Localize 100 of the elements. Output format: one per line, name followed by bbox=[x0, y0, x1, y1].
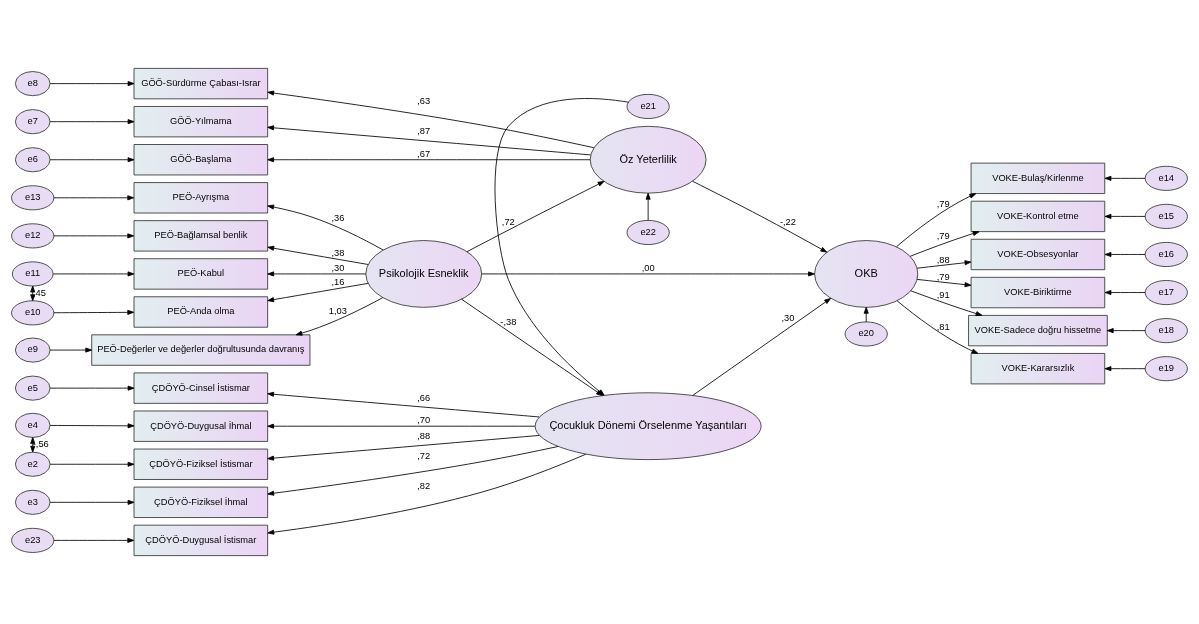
edge-label: ,67 bbox=[417, 149, 431, 160]
edge-label: ,81 bbox=[936, 321, 950, 332]
arrow bbox=[910, 290, 983, 317]
node-ellipse: e6 bbox=[14, 147, 51, 173]
arrow bbox=[1104, 213, 1146, 219]
arrow bbox=[53, 309, 135, 315]
node-ellipse: e8 bbox=[14, 71, 51, 97]
edge-label: ,72 bbox=[417, 451, 431, 462]
edge-label: ,79 bbox=[936, 271, 950, 282]
edge-label: ,30 bbox=[781, 313, 795, 324]
node-ellipse: e12 bbox=[11, 223, 55, 249]
arrow bbox=[267, 157, 591, 163]
edge-label: ,72 bbox=[501, 216, 515, 227]
arrow bbox=[49, 347, 93, 353]
arrow bbox=[916, 260, 972, 269]
node-ellipse: e7 bbox=[14, 109, 51, 135]
arrow bbox=[1104, 366, 1146, 372]
arrow bbox=[53, 195, 135, 201]
arrow bbox=[1104, 252, 1146, 257]
node-ellipse: e23 bbox=[11, 527, 55, 553]
edge-label: ,79 bbox=[936, 198, 950, 209]
node-box: VOKE-Biriktirme bbox=[970, 276, 1106, 309]
arrow bbox=[909, 231, 980, 257]
arrow bbox=[267, 245, 369, 265]
arrow bbox=[267, 423, 536, 429]
node-box: VOKE-Bulaş/Kirlenme bbox=[970, 162, 1106, 194]
edge-label: ,87 bbox=[417, 126, 431, 137]
node-box: ÇDÖYÖ-Duygusal İhmal bbox=[133, 410, 269, 442]
node-ellipse: OKB bbox=[814, 240, 919, 308]
arrow bbox=[896, 193, 977, 248]
edge-label: ,88 bbox=[936, 254, 950, 265]
node-ellipse: e17 bbox=[1144, 280, 1188, 306]
node-ellipse: e11 bbox=[11, 261, 54, 287]
arrow bbox=[267, 271, 367, 277]
edge-label: -,56 bbox=[32, 439, 49, 450]
edge-label: ,30 bbox=[331, 263, 345, 274]
node-box: VOKE-Kontrol etme bbox=[970, 200, 1106, 233]
node-ellipse: Öz Yeterlilik bbox=[589, 125, 707, 194]
arrow bbox=[295, 297, 384, 336]
edge-label: ,91 bbox=[936, 290, 950, 301]
node-box: PEÖ-Değerler ve değerler doğrultusunda davranış bbox=[91, 334, 311, 366]
edge-label: ,45 bbox=[33, 287, 46, 298]
node-ellipse: e21 bbox=[626, 93, 670, 119]
arrow bbox=[481, 271, 815, 277]
node-box: PEÖ-Ayrışma bbox=[133, 182, 269, 214]
node-ellipse: e15 bbox=[1144, 203, 1188, 229]
node-ellipse: e9 bbox=[14, 337, 51, 363]
node-ellipse: e3 bbox=[14, 489, 51, 515]
edge-label: ,88 bbox=[417, 430, 431, 441]
node-box: ÇDÖYÖ-Duygusal İstismar bbox=[133, 524, 269, 557]
edge-label: ,00 bbox=[641, 263, 655, 274]
edge-label: -,38 bbox=[500, 317, 517, 328]
node-box: PEÖ-Bağlamsal benlik bbox=[133, 220, 269, 252]
arrow bbox=[267, 446, 559, 496]
node-ellipse: e13 bbox=[11, 185, 55, 211]
node-box: GÖÖ-Sürdürme Çabası-Israr bbox=[133, 67, 269, 100]
node-box: ÇDÖYÖ-Cinsel İstismar bbox=[133, 372, 269, 404]
node-ellipse: e18 bbox=[1144, 318, 1188, 344]
arrow bbox=[466, 181, 605, 253]
edge-label: ,82 bbox=[417, 481, 431, 492]
node-ellipse: e22 bbox=[626, 219, 670, 245]
arrow bbox=[53, 537, 135, 543]
arrow bbox=[1104, 290, 1146, 296]
arrow bbox=[49, 385, 135, 391]
arrow bbox=[49, 423, 135, 429]
node-box: GÖÖ-Yılmama bbox=[133, 106, 269, 138]
arrow bbox=[52, 271, 135, 277]
node-box: PEÖ-Kabul bbox=[133, 258, 269, 290]
arrow bbox=[49, 81, 135, 87]
node-box: VOKE-Kararsızlık bbox=[970, 353, 1106, 385]
edge-label: -,22 bbox=[779, 216, 796, 227]
edge-label: ,70 bbox=[417, 415, 431, 426]
edge-label: ,38 bbox=[331, 248, 345, 258]
arrow bbox=[49, 499, 135, 505]
arrow bbox=[896, 300, 979, 354]
node-box: GÖÖ-Başlama bbox=[133, 144, 269, 176]
arrow bbox=[692, 180, 828, 253]
edge-label: 1,03 bbox=[328, 306, 347, 317]
node-ellipse: e2 bbox=[14, 451, 51, 477]
arrow bbox=[267, 204, 384, 251]
arrow bbox=[267, 391, 540, 418]
node-ellipse: e5 bbox=[14, 375, 51, 401]
node-box: ÇDÖYÖ-Fiziksel İstismar bbox=[133, 448, 269, 480]
node-box: ÇDÖYÖ-Fiziksel İhmal bbox=[133, 486, 269, 518]
arrow bbox=[49, 119, 135, 125]
arrow bbox=[49, 461, 135, 467]
edge-label: ,63 bbox=[417, 95, 431, 106]
arrow bbox=[49, 157, 135, 163]
edge-label: ,66 bbox=[417, 392, 431, 403]
arrow bbox=[53, 233, 135, 239]
arrow bbox=[916, 279, 972, 288]
arrow bbox=[1104, 175, 1146, 181]
node-ellipse: Psikolojik Esneklik bbox=[365, 240, 483, 308]
arrow bbox=[1106, 328, 1146, 334]
edge-label: ,79 bbox=[936, 231, 950, 242]
arrow bbox=[863, 306, 869, 323]
arrow bbox=[267, 453, 587, 535]
node-ellipse: e14 bbox=[1144, 165, 1188, 191]
node-ellipse: e19 bbox=[1144, 356, 1188, 382]
arrow bbox=[267, 282, 369, 303]
